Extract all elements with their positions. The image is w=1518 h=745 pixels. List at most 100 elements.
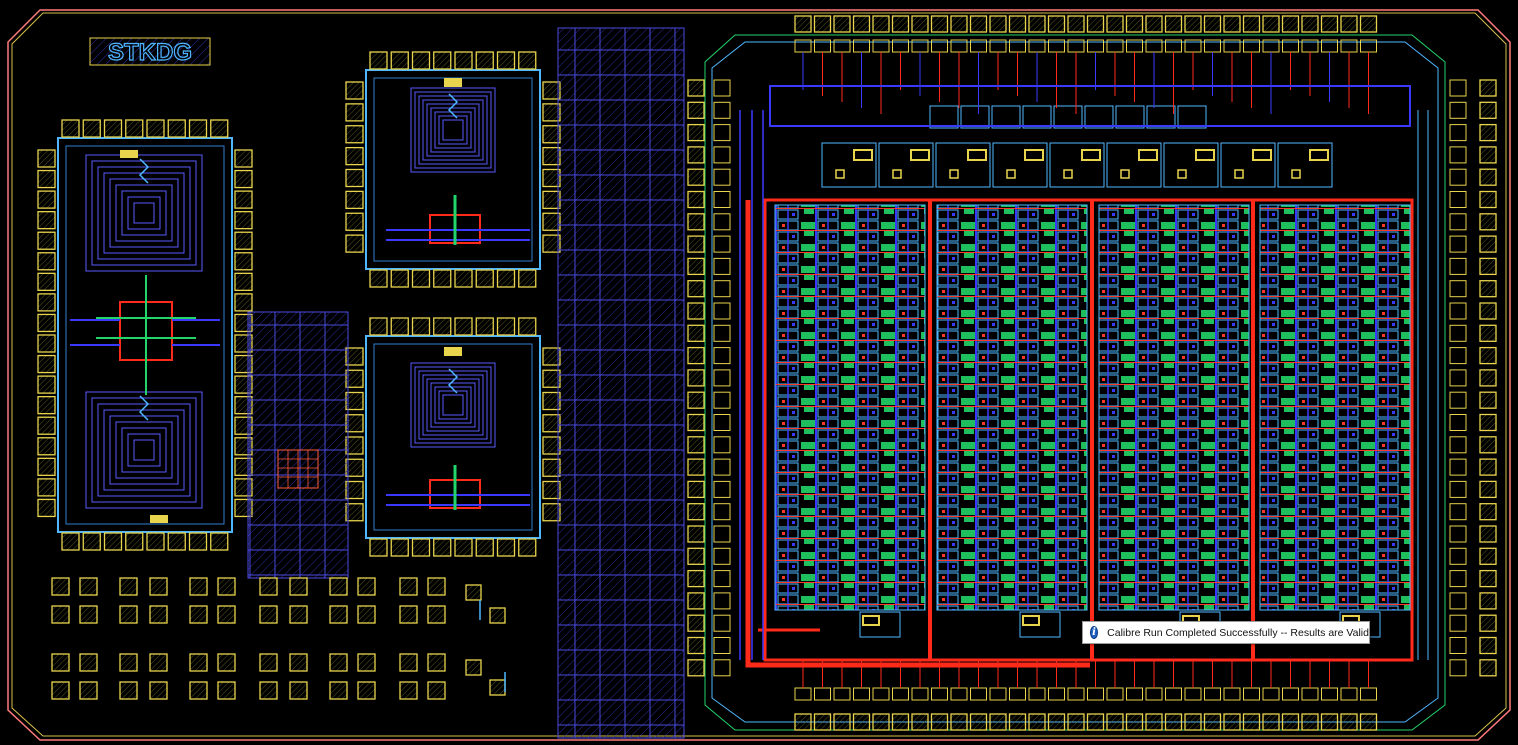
bond-pad	[1479, 79, 1497, 97]
bond-pad	[1479, 146, 1497, 164]
bond-pad	[852, 713, 871, 731]
bond-pad	[542, 436, 561, 455]
bond-pad	[687, 458, 705, 476]
bond-pad	[687, 101, 705, 119]
bond-pad	[1281, 713, 1300, 731]
inductor-block-middle-top[interactable]	[345, 51, 561, 288]
bond-pad	[146, 532, 165, 551]
bond-pad	[345, 125, 364, 144]
bond-pad	[518, 51, 537, 70]
bond-pad	[1008, 713, 1027, 731]
bond-pad	[167, 532, 186, 551]
bond-pad	[37, 478, 56, 497]
bond-pad	[1479, 190, 1497, 209]
bond-pad	[345, 212, 364, 231]
bond-pad	[345, 414, 364, 433]
test-pad-array[interactable]	[51, 577, 506, 700]
bond-pad	[217, 653, 236, 672]
bond-pad	[345, 347, 364, 366]
bond-pad	[37, 252, 56, 271]
bond-pad	[891, 15, 910, 33]
bond-pad	[51, 605, 70, 624]
bond-pad	[1047, 15, 1066, 33]
calibre-notification[interactable]: i Calibre Run Completed Successfully -- …	[1082, 621, 1370, 644]
bond-pad	[518, 317, 537, 336]
bond-pad	[813, 15, 832, 33]
bond-pad	[119, 577, 138, 596]
bond-pad	[234, 231, 253, 250]
bond-pad	[329, 653, 348, 672]
bond-pad	[433, 538, 452, 557]
bond-pad	[1359, 15, 1378, 33]
bond-pad	[329, 605, 348, 624]
bond-pad	[1479, 458, 1497, 476]
bond-pad	[345, 234, 364, 253]
bond-pad	[167, 119, 186, 138]
main-die[interactable]	[704, 34, 1446, 731]
bond-pad	[687, 503, 705, 521]
bond-pad	[390, 538, 409, 557]
bond-pad	[794, 15, 812, 33]
bond-pad	[872, 15, 890, 33]
bond-pad	[1479, 324, 1497, 342]
bond-pad	[37, 149, 56, 168]
bond-pad	[1479, 503, 1497, 521]
bond-pad	[950, 713, 968, 731]
bond-pad	[454, 269, 473, 288]
bond-pad	[989, 15, 1007, 33]
bond-pad	[369, 269, 388, 288]
bond-pad	[454, 317, 473, 336]
bond-pad	[454, 51, 473, 70]
bond-pad	[687, 346, 705, 365]
bond-pad	[119, 653, 138, 672]
bond-pad	[433, 269, 452, 288]
bond-pad	[1184, 713, 1202, 731]
bond-pad	[687, 146, 705, 164]
bond-pad	[345, 436, 364, 455]
bond-pad	[1106, 15, 1124, 33]
bond-pad	[357, 653, 376, 672]
bond-pad	[399, 605, 418, 624]
array-bank	[1259, 204, 1411, 611]
bond-pad	[1164, 713, 1183, 731]
bond-pad	[149, 653, 168, 672]
bond-pad	[475, 269, 494, 288]
bond-pad	[37, 293, 56, 312]
bond-pad	[345, 391, 364, 411]
bond-pad	[146, 119, 165, 138]
bond-pad	[687, 235, 705, 253]
bond-pad	[542, 369, 561, 388]
die-io-pads[interactable]	[687, 15, 1497, 731]
bond-pad	[259, 577, 278, 596]
bond-pad	[1242, 713, 1261, 731]
bond-pad	[411, 269, 431, 288]
bond-pad	[1479, 547, 1497, 565]
bond-pad	[1340, 713, 1358, 731]
bond-pad	[119, 605, 138, 624]
bond-pad	[345, 480, 364, 500]
bond-pad	[390, 269, 409, 288]
bond-pad	[1086, 713, 1105, 731]
bond-pad	[189, 577, 208, 596]
bond-pad	[390, 51, 409, 70]
bond-pad	[61, 532, 80, 551]
memory-array-core[interactable]	[739, 105, 1429, 668]
bond-pad	[542, 81, 561, 100]
logo: STKDG	[89, 37, 211, 67]
bond-pad	[369, 317, 388, 336]
bond-pad	[411, 538, 431, 557]
bond-pad	[234, 190, 253, 209]
bond-pad	[542, 414, 561, 433]
bond-pad	[79, 681, 98, 700]
bond-pad	[1479, 280, 1497, 298]
inductor-block-middle-bottom[interactable]	[345, 317, 561, 557]
bond-pad	[1479, 302, 1497, 320]
inductor-block-left[interactable]	[37, 119, 253, 551]
bond-pad	[149, 577, 168, 596]
bond-pad	[687, 592, 705, 610]
bond-pad	[234, 169, 253, 189]
bond-pad	[969, 15, 988, 33]
bond-pad	[1281, 15, 1300, 33]
bond-pad	[37, 190, 56, 209]
